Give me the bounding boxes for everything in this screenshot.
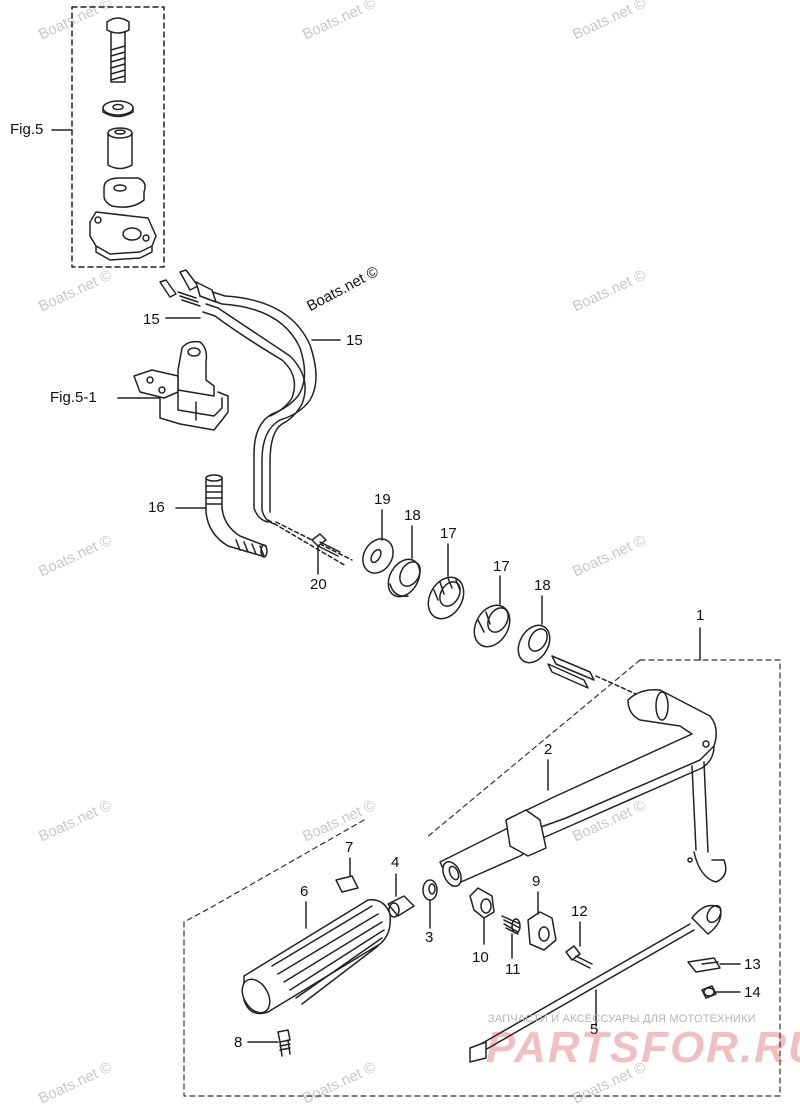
bolt-part — [106, 17, 130, 83]
grommet-plate-part — [362, 509, 394, 574]
throttle-grip — [241, 899, 392, 1015]
grommet-part — [387, 525, 421, 598]
part-number-3: 3 — [425, 929, 434, 946]
spring-part — [501, 915, 521, 959]
bracket-part — [89, 211, 157, 261]
brand-logo: PARTSFOR.RU — [486, 1023, 800, 1072]
part-number-18: 18 — [534, 577, 551, 594]
assembly-boundary — [183, 659, 781, 1097]
hose-part — [205, 474, 268, 558]
fig5-box — [71, 6, 165, 268]
part-number-13: 13 — [744, 956, 761, 973]
part-number-12: 12 — [571, 903, 588, 920]
clamp-part — [527, 891, 557, 951]
part-number-17: 17 — [493, 558, 510, 575]
tiller-handle-arm — [505, 688, 727, 883]
fig5-label: Fig.5 — [10, 121, 44, 138]
collar-part — [107, 127, 133, 170]
part-number-14: 14 — [744, 984, 761, 1001]
grommet-part — [517, 595, 551, 664]
throttle-rod — [469, 904, 722, 1063]
nut-part — [469, 887, 495, 945]
part-number-9: 9 — [532, 873, 541, 890]
part-number-2: 2 — [544, 741, 553, 758]
part-number-17: 17 — [440, 525, 457, 542]
part-number-15: 15 — [143, 311, 160, 328]
washer-part — [102, 100, 134, 118]
screw-part — [701, 985, 741, 999]
plate-part — [335, 857, 359, 893]
throttle-shift-cables — [159, 269, 317, 525]
part-number-15: 15 — [346, 332, 363, 349]
part-number-10: 10 — [472, 949, 489, 966]
part-number-7: 7 — [345, 839, 354, 856]
part-number-16: 16 — [148, 499, 165, 516]
part-number-18: 18 — [404, 507, 421, 524]
part-number-6: 6 — [300, 883, 309, 900]
part-number-1: 1 — [696, 607, 705, 624]
grommet-collar-part — [427, 543, 465, 620]
part-number-19: 19 — [374, 491, 391, 508]
part-number-20: 20 — [310, 576, 327, 593]
assembly-path — [267, 519, 347, 567]
screw-part — [247, 1029, 291, 1057]
part-number-11: 11 — [505, 961, 521, 978]
bushing-part — [103, 177, 146, 208]
pin-part — [387, 873, 415, 918]
screw-part — [565, 921, 593, 969]
throttle-tube — [439, 809, 547, 888]
cable-tips — [547, 655, 637, 695]
part-number-8: 8 — [234, 1034, 243, 1051]
washer-part — [422, 879, 438, 929]
grommet-collar-part — [473, 575, 511, 648]
mounting-bracket-part — [133, 340, 229, 431]
part-number-4: 4 — [391, 854, 400, 871]
fig5-1-label: Fig.5-1 — [50, 389, 97, 406]
screw-part — [311, 533, 341, 557]
brand-tagline: ЗАПЧАСТИ И АКСЕССУАРЫ ДЛЯ МОТОТЕХНИКИ — [488, 1013, 756, 1025]
clip-part — [687, 957, 741, 973]
part-number-5: 5 — [590, 1021, 599, 1038]
